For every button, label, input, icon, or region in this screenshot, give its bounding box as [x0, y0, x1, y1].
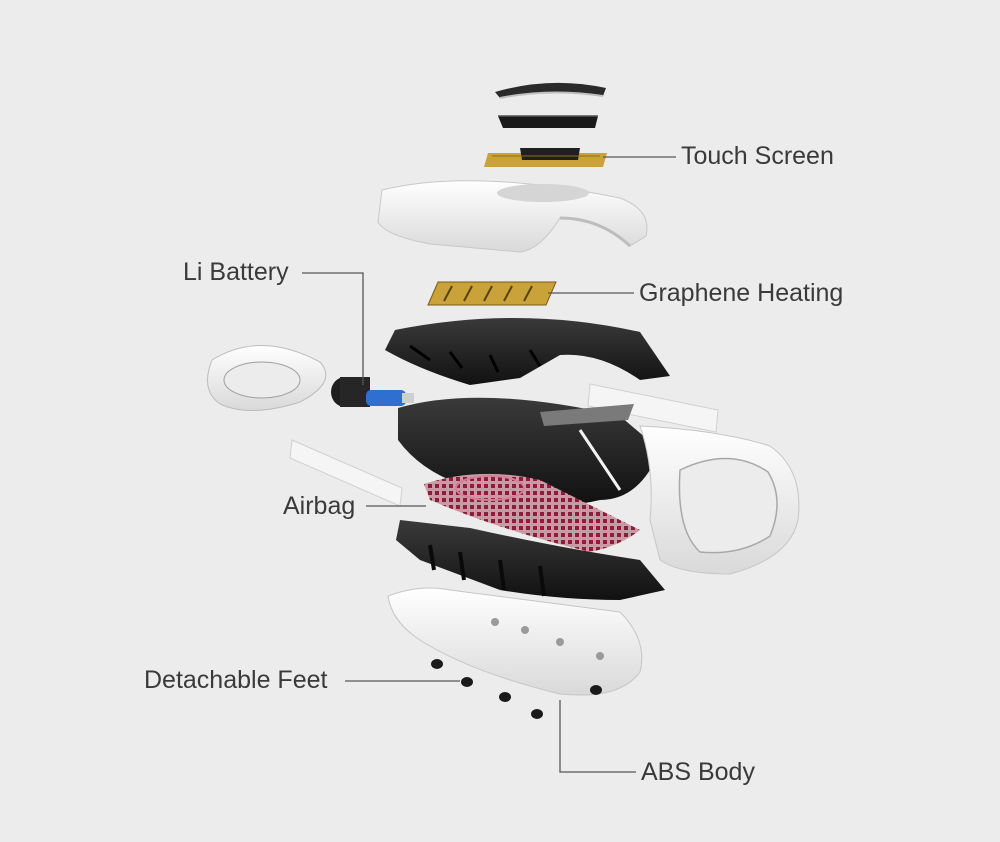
upper-shell-part — [377, 180, 648, 253]
leader-li-battery — [302, 272, 364, 385]
label-li-battery: Li Battery — [183, 258, 289, 286]
leader-abs-body — [559, 700, 636, 773]
insulation-strip-upper — [587, 383, 719, 433]
lower-frame-part — [396, 520, 665, 600]
detachable-feet-part — [431, 659, 602, 719]
graphene-heating-part — [427, 281, 557, 306]
li-battery-part — [331, 377, 414, 407]
touch-screen-pcb-part — [484, 148, 607, 167]
label-touch-screen: Touch Screen — [681, 142, 834, 170]
display-module-part — [498, 115, 598, 128]
leader-lines — [302, 156, 676, 773]
upper-frame-part — [385, 317, 670, 385]
label-detachable-feet: Detachable Feet — [144, 666, 328, 694]
top-cover-part — [495, 82, 606, 99]
label-graphene-heating: Graphene Heating — [639, 279, 844, 307]
airbag-part — [424, 473, 640, 552]
label-airbag: Airbag — [283, 492, 356, 520]
front-ring-part — [207, 345, 327, 411]
label-abs-body: ABS Body — [641, 758, 755, 786]
main-shell-part — [639, 425, 800, 575]
abs-base-part — [387, 587, 643, 696]
